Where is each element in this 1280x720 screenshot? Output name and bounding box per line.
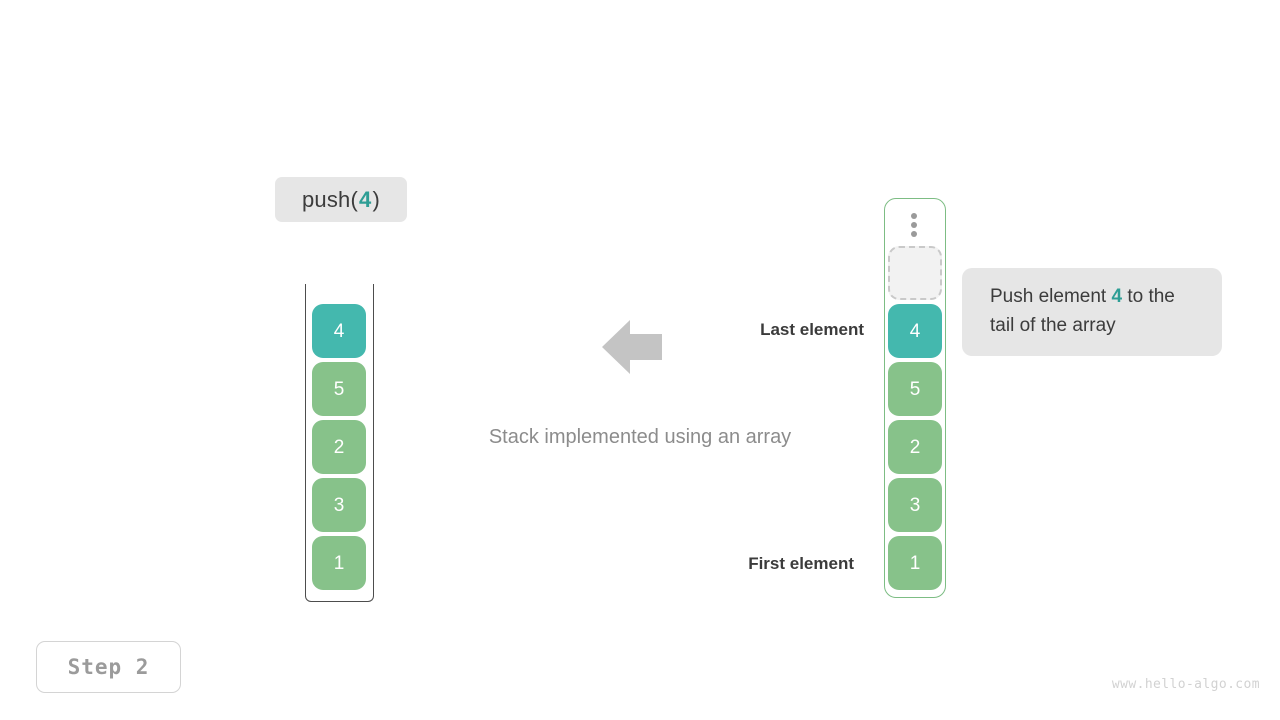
operation-label: push(4) [275, 177, 407, 222]
stack-cell: 5 [312, 362, 366, 416]
array-cell: 1 [888, 536, 942, 590]
operation-label-value: 4 [359, 186, 372, 212]
array-cell: 4 [888, 304, 942, 358]
tooltip-text-after: to the tail of the array [990, 286, 1175, 336]
stack-cell-value: 3 [333, 494, 345, 516]
watermark: www.hello-algo.com [1111, 677, 1260, 692]
operation-label-suffix: ) [372, 186, 380, 212]
array-cell-value: 3 [909, 494, 921, 516]
tooltip-highlight-value: 4 [1111, 286, 1123, 307]
tooltip-text-before: Push element [990, 286, 1112, 307]
last-element-label: Last element [760, 320, 864, 339]
vertical-ellipsis-icon [910, 213, 917, 237]
array-cell-value: 2 [909, 436, 921, 458]
array-cell-value: 5 [909, 378, 921, 400]
array-cell: 5 [888, 362, 942, 416]
array-cell-value: 1 [909, 552, 921, 574]
stack-cell: 1 [312, 536, 366, 590]
diagram-caption: Stack implemented using an array [488, 426, 792, 448]
operation-label-prefix: push( [301, 186, 359, 212]
array-container [884, 198, 946, 598]
array-cell-empty [888, 246, 942, 300]
stack-cell: 2 [312, 420, 366, 474]
first-element-label: First element [748, 554, 854, 573]
stack-cell: 3 [312, 478, 366, 532]
ellipsis-dot [910, 222, 917, 228]
stack-cell-value: 1 [333, 552, 345, 574]
array-cell-list: 4 5 2 3 1 [888, 246, 942, 590]
stack-cell-value: 4 [333, 320, 345, 342]
array-cell: 3 [888, 478, 942, 532]
array-cell: 2 [888, 420, 942, 474]
tooltip-callout: Push element 4 to the tail of the array [962, 268, 1222, 356]
stack-cell: 4 [312, 304, 366, 358]
stack-container [305, 284, 374, 602]
step-badge: Step 2 [36, 641, 181, 693]
ellipsis-dot [910, 213, 917, 219]
stack-cell-value: 2 [333, 436, 345, 458]
array-cell-value: 4 [909, 320, 921, 342]
stack-cell-value: 5 [333, 378, 345, 400]
stack-cell-list: 4 5 2 3 1 [312, 304, 366, 590]
ellipsis-dot [910, 231, 917, 237]
arrow-left-icon [602, 320, 662, 374]
